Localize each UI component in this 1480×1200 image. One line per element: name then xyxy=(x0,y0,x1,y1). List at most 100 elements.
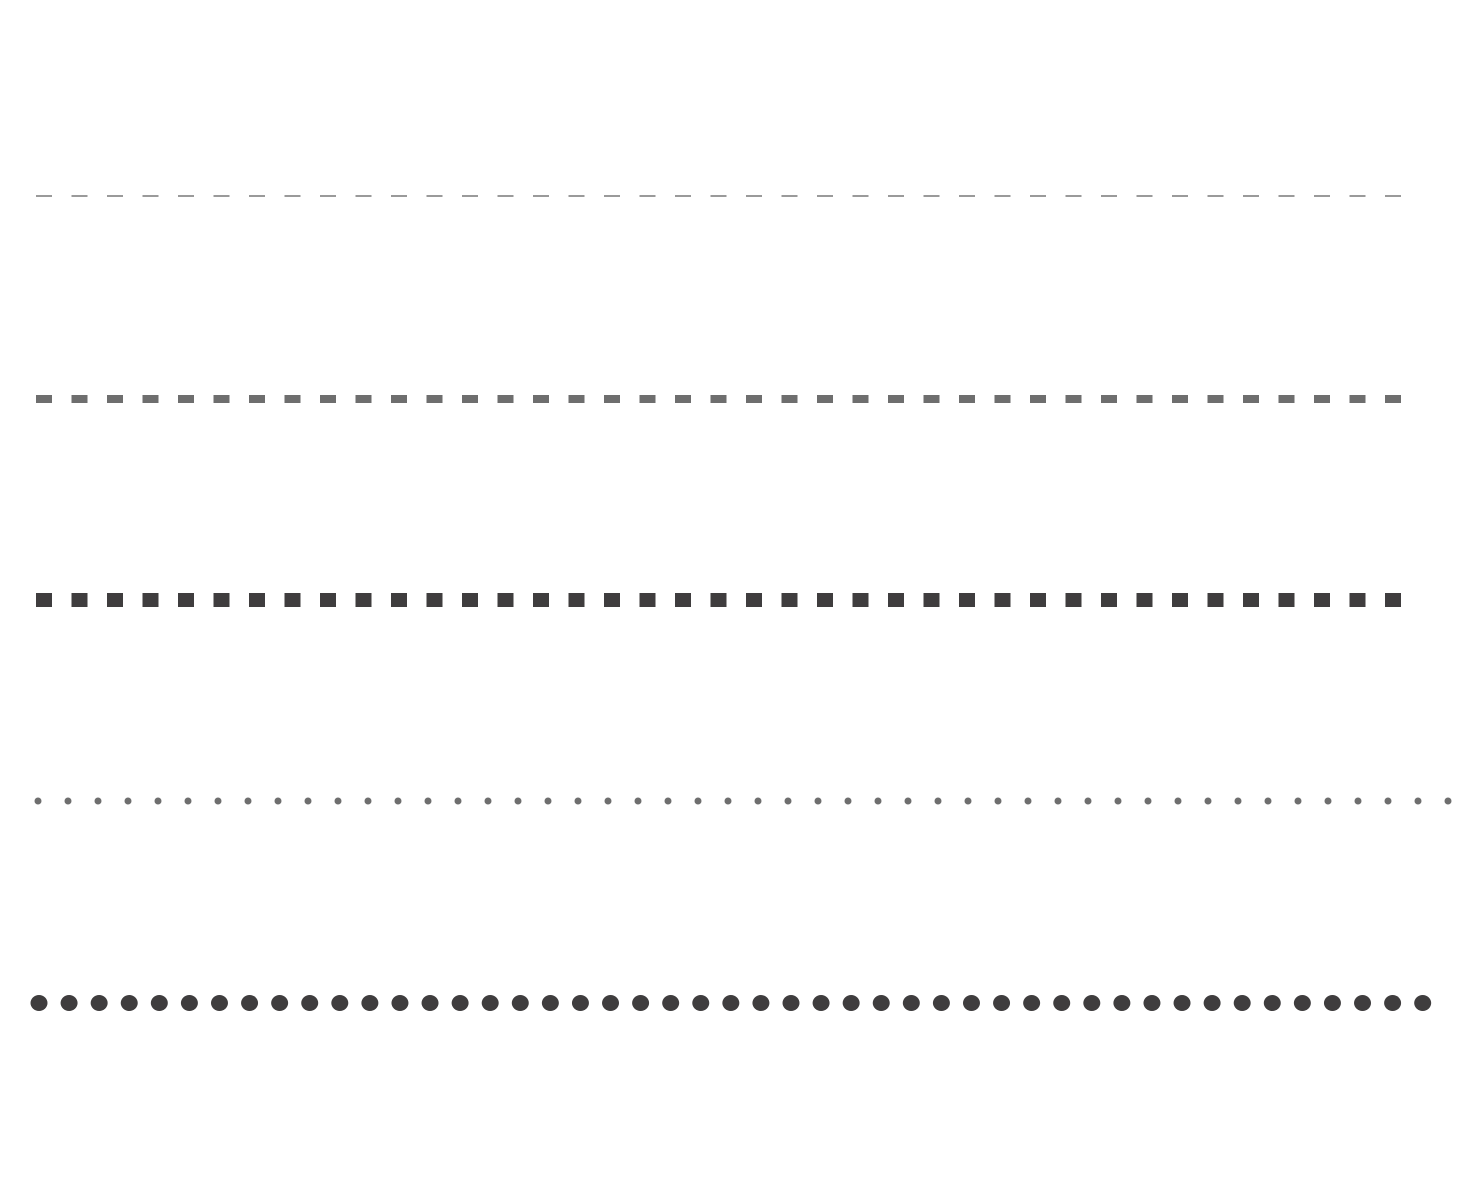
dash-segment xyxy=(391,195,407,197)
dash-segment xyxy=(1065,195,1082,197)
dot-mark xyxy=(1204,797,1212,805)
dash-segment xyxy=(142,195,159,197)
dot-mark xyxy=(511,995,529,1011)
dot-mark xyxy=(1354,797,1362,805)
dash-segment xyxy=(1207,395,1224,403)
dot-mark xyxy=(364,797,372,805)
dot-mark xyxy=(334,797,342,805)
dot-mark xyxy=(602,995,620,1011)
dot-mark xyxy=(1083,995,1101,1011)
dot-mark xyxy=(391,995,409,1011)
thick-dashed-line xyxy=(36,593,1401,607)
dash-segment xyxy=(1136,395,1153,403)
dot-mark xyxy=(722,995,740,1011)
dot-mark xyxy=(934,797,942,805)
dot-mark xyxy=(394,797,402,805)
dot-mark xyxy=(782,995,800,1011)
dash-segment xyxy=(604,395,620,403)
dash-segment xyxy=(1065,395,1082,403)
dot-mark xyxy=(994,797,1002,805)
dash-segment xyxy=(781,395,798,403)
dash-segment xyxy=(1243,395,1259,403)
dash-segment xyxy=(746,593,762,607)
dash-segment xyxy=(923,395,940,403)
dash-segment xyxy=(320,395,336,403)
dash-segment xyxy=(107,593,123,607)
dot-mark xyxy=(754,797,762,805)
dash-segment xyxy=(1172,195,1188,197)
dash-segment xyxy=(36,195,52,197)
dot-mark xyxy=(814,797,822,805)
dash-segment xyxy=(604,195,620,197)
dash-segment xyxy=(36,593,52,607)
dash-segment xyxy=(1172,593,1188,607)
dash-segment xyxy=(675,195,691,197)
dot-mark xyxy=(301,995,319,1011)
dash-segment xyxy=(817,195,833,197)
dot-mark xyxy=(1324,797,1332,805)
dot-mark xyxy=(1384,797,1392,805)
dash-segment xyxy=(1385,195,1401,197)
dash-segment xyxy=(994,395,1011,403)
dot-mark xyxy=(154,797,162,805)
dash-segment xyxy=(142,593,159,607)
dot-mark xyxy=(424,797,432,805)
dash-segment xyxy=(1207,593,1224,607)
dot-mark xyxy=(904,797,912,805)
dot-mark xyxy=(872,995,890,1011)
dot-mark xyxy=(784,797,792,805)
dash-segment xyxy=(817,395,833,403)
dot-mark xyxy=(752,995,770,1011)
dot-mark xyxy=(271,995,289,1011)
dash-segment xyxy=(1385,395,1401,403)
dot-mark xyxy=(1234,797,1242,805)
dash-segment xyxy=(639,395,656,403)
dot-mark xyxy=(724,797,732,805)
dash-segment xyxy=(533,395,549,403)
dot-mark xyxy=(964,797,972,805)
dot-mark xyxy=(844,797,852,805)
dot-mark xyxy=(241,995,259,1011)
dash-segment xyxy=(852,593,869,607)
dash-segment xyxy=(888,395,904,403)
dot-mark xyxy=(331,995,349,1011)
dot-mark xyxy=(1263,995,1281,1011)
dash-segment xyxy=(710,195,727,197)
dash-segment xyxy=(426,593,443,607)
dot-mark xyxy=(634,797,642,805)
dash-segment xyxy=(426,395,443,403)
dash-segment xyxy=(959,593,975,607)
dash-segment xyxy=(1172,395,1188,403)
dot-mark xyxy=(124,797,132,805)
dash-segment xyxy=(1349,195,1366,197)
dot-mark xyxy=(664,797,672,805)
dot-mark xyxy=(64,797,72,805)
dot-mark xyxy=(1053,995,1071,1011)
dash-segment xyxy=(391,593,407,607)
dash-segment xyxy=(1243,593,1259,607)
dash-segment xyxy=(1314,195,1330,197)
dash-segment xyxy=(1101,195,1117,197)
dash-segment xyxy=(746,195,762,197)
medium-dashed-line xyxy=(36,395,1401,403)
dash-segment xyxy=(746,395,762,403)
dash-segment xyxy=(462,195,478,197)
dash-segment xyxy=(959,395,975,403)
dash-segment xyxy=(888,195,904,197)
dash-segment xyxy=(497,593,514,607)
dot-mark xyxy=(842,995,860,1011)
dash-segment xyxy=(213,195,230,197)
dash-segment xyxy=(1030,395,1046,403)
dot-mark xyxy=(454,797,462,805)
dash-segment xyxy=(710,593,727,607)
dot-mark xyxy=(484,797,492,805)
dot-mark xyxy=(1174,797,1182,805)
dot-mark xyxy=(874,797,882,805)
dash-segment xyxy=(1030,195,1046,197)
dot-mark xyxy=(1444,797,1452,805)
dash-segment xyxy=(36,395,52,403)
dash-segment xyxy=(959,195,975,197)
dot-mark xyxy=(1414,797,1422,805)
dot-mark xyxy=(604,797,612,805)
